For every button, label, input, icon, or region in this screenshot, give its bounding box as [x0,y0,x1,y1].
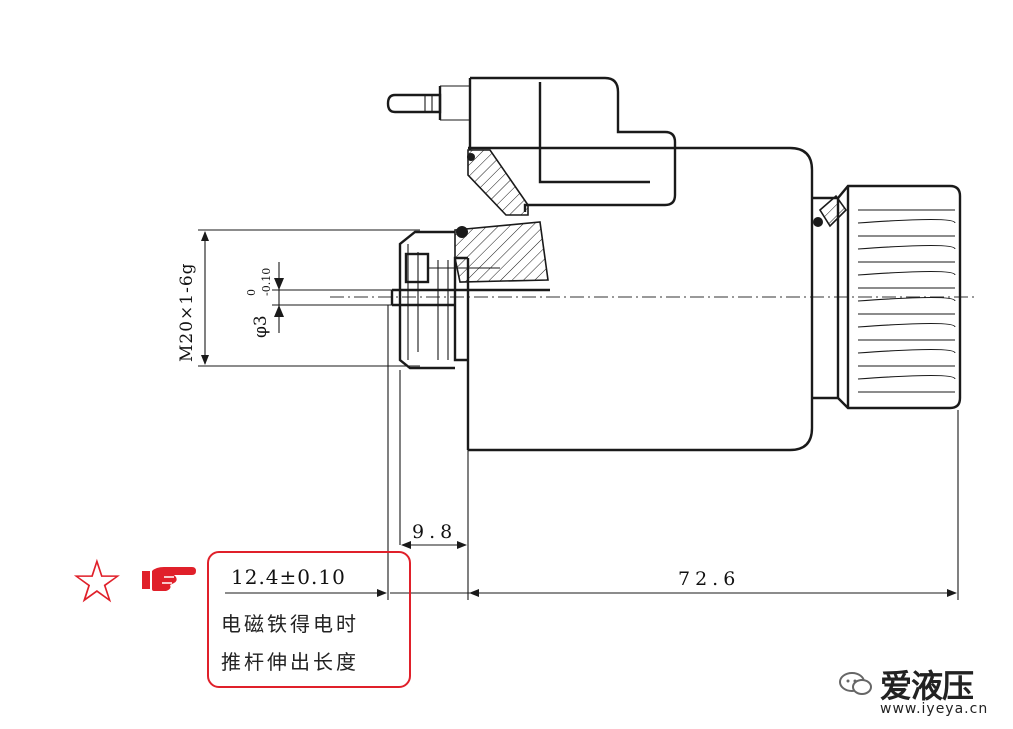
pointing-hand-icon [142,567,196,591]
offset-dim-label: 9.8 [412,521,457,543]
watermark-title: 爱液压 [880,667,974,705]
rod-dia-upper-tol: 0 [245,289,258,296]
push-rod [390,288,550,307]
callout-line-1: 电磁铁得电时 [221,612,359,636]
housing-section-upper [467,149,529,216]
push-length-callout: 12.4±0.10 电磁铁得电时 推杆伸出长度 [207,551,411,688]
housing-section-lower [454,221,549,283]
push-length-value: 12.4±0.10 [231,565,346,589]
connector-housing [386,76,677,212]
threaded-nose [398,230,500,370]
extension-lines [198,229,959,600]
star-outline-icon: ☆ [70,547,124,617]
rod-dia-lower-tol: -0.10 [260,268,273,296]
rod-dia-symbol: φ3 [251,315,271,338]
chat-bubble-icon [839,672,872,695]
o-ring-lower [456,226,468,238]
knurled-nut [812,184,962,410]
callout-line-2: 推杆伸出长度 [221,650,359,674]
watermark: 爱液压 www.iyeya.cn [838,661,1008,721]
length-dim-label: 72.6 [678,568,740,590]
watermark-url: www.iyeya.cn [880,701,989,717]
o-ring-upper [467,153,475,161]
thread-spec-label: M20×1-6g [177,262,197,362]
